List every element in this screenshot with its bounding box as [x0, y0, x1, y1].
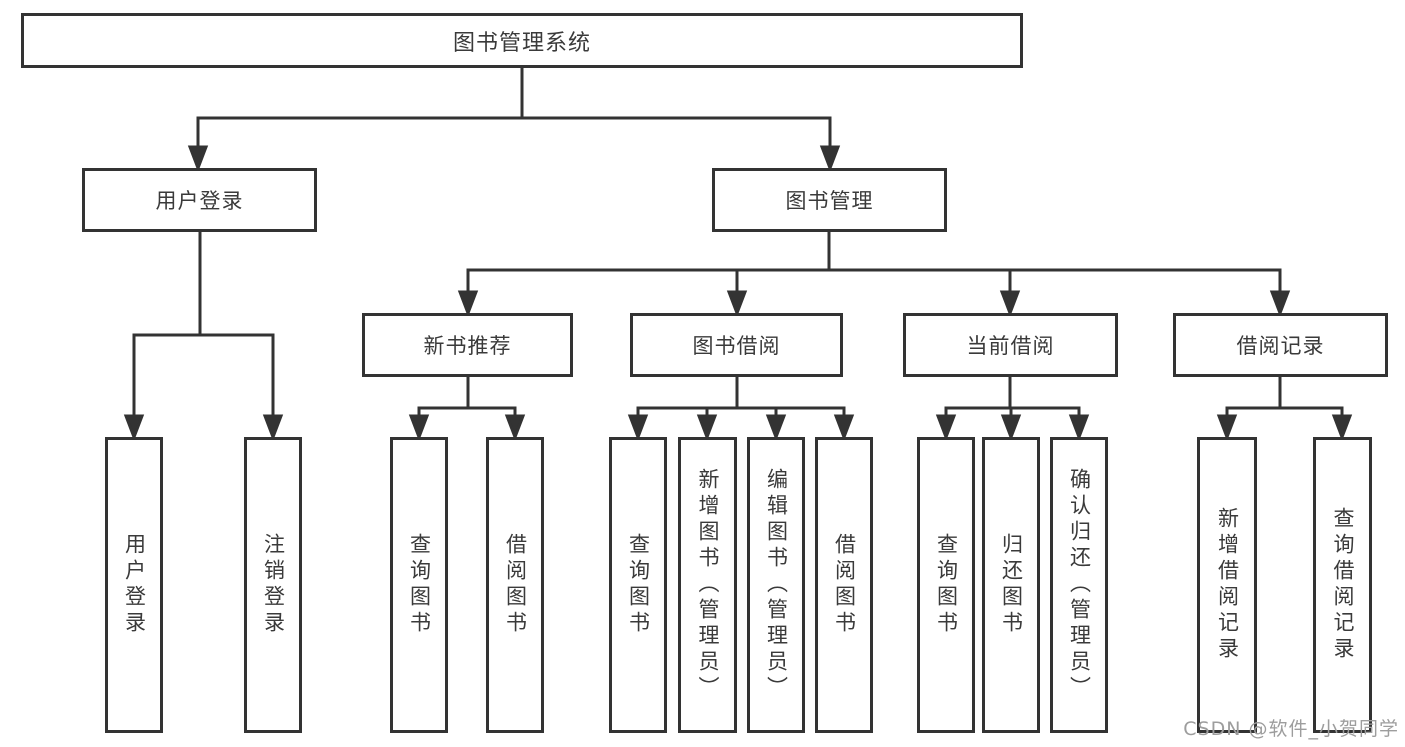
leaf-user-login: 用户登录 — [105, 437, 163, 733]
leaf-label: 用户登录 — [122, 533, 147, 637]
node-label: 借阅记录 — [1236, 334, 1325, 358]
node-label: 图书管理系统 — [452, 30, 591, 56]
leaf-borrow-edit-books-admin: 编辑图书（管理员） — [747, 437, 805, 733]
leaf-label: 注销登录 — [261, 533, 286, 637]
node-book-management: 图书管理 — [712, 168, 947, 232]
leaf-borrow-query-books: 查询图书 — [609, 437, 667, 733]
node-label: 新书推荐 — [423, 334, 512, 358]
leaf-records-add-record: 新增借阅记录 — [1197, 437, 1257, 733]
node-label: 图书借阅 — [692, 334, 781, 358]
leaf-newbooks-query-books: 查询图书 — [390, 437, 448, 733]
leaf-label: 借阅图书 — [832, 533, 857, 637]
node-new-book-recommend: 新书推荐 — [362, 313, 573, 377]
leaf-label: 编辑图书（管理员） — [764, 468, 789, 702]
leaf-borrow-borrow-books: 借阅图书 — [815, 437, 873, 733]
node-label: 当前借阅 — [966, 334, 1055, 358]
node-book-borrow: 图书借阅 — [630, 313, 843, 377]
node-library-system: 图书管理系统 — [21, 13, 1023, 68]
leaf-label: 借阅图书 — [503, 533, 528, 637]
csdn-watermark: CSDN @软件_小贺同学 — [1183, 718, 1399, 740]
leaf-label: 查询图书 — [407, 533, 432, 637]
leaf-logout-login: 注销登录 — [244, 437, 302, 733]
leaf-label: 查询图书 — [626, 533, 651, 637]
node-user-login: 用户登录 — [82, 168, 317, 232]
leaf-current-return-books: 归还图书 — [982, 437, 1040, 733]
node-current-borrow: 当前借阅 — [903, 313, 1118, 377]
leaf-label: 确认归还（管理员） — [1067, 468, 1092, 702]
leaf-current-confirm-return-admin: 确认归还（管理员） — [1050, 437, 1108, 733]
leaf-borrow-add-books-admin: 新增图书（管理员） — [678, 437, 737, 733]
node-borrow-records: 借阅记录 — [1173, 313, 1388, 377]
leaf-records-query-record: 查询借阅记录 — [1313, 437, 1372, 733]
node-label: 用户登录 — [155, 189, 244, 213]
leaf-label: 查询借阅记录 — [1331, 507, 1355, 663]
leaf-newbooks-borrow-books: 借阅图书 — [486, 437, 544, 733]
leaf-label: 新增图书（管理员） — [696, 468, 720, 702]
leaf-current-query-books: 查询图书 — [917, 437, 975, 733]
leaf-label: 查询图书 — [934, 533, 959, 637]
leaf-label: 新增借阅记录 — [1215, 507, 1240, 663]
leaf-label: 归还图书 — [999, 533, 1024, 637]
node-label: 图书管理 — [785, 189, 874, 213]
